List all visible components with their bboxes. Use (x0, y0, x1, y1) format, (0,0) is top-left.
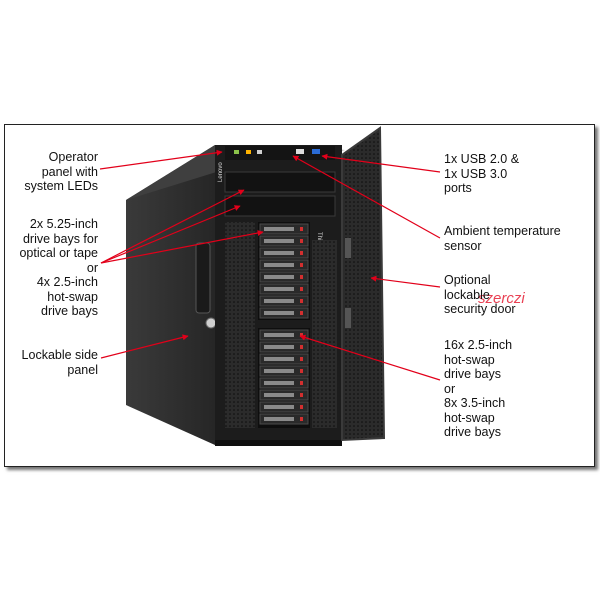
drive-tray-handle (264, 311, 294, 315)
status-led-icon (234, 150, 239, 154)
drive-tray-handle (264, 263, 294, 267)
chassis-foot (215, 440, 342, 446)
drive-tray-handle (264, 239, 294, 243)
label-usb-ports: 1x USB 2.0 & 1x USB 3.0 ports (444, 152, 520, 195)
watermark: szerczi (478, 290, 525, 307)
drive-tray-handle (264, 333, 294, 337)
status-led-icon (257, 150, 262, 154)
door-hinge-icon (345, 308, 351, 328)
drive-tray-handle (264, 227, 294, 231)
usb2-port-icon (296, 149, 304, 154)
drive-led-icon (300, 417, 303, 421)
optical-bay-2 (224, 195, 336, 217)
security-door (341, 126, 386, 442)
upper-drive-bays (259, 223, 309, 319)
lower-drive-bays (259, 329, 309, 425)
drive-led-icon (300, 405, 303, 409)
label-temp-sensor: Ambient temperature sensor (444, 224, 561, 253)
drive-led-icon (300, 393, 303, 397)
drive-led-icon (300, 287, 303, 291)
label-hot-swap-bays: 16x 2.5-inch hot-swap drive bays or 8x 3… (444, 338, 513, 439)
drive-led-icon (300, 381, 303, 385)
drive-tray-handle (264, 275, 294, 279)
front-vent-right (312, 240, 337, 428)
optical-bay-1 (224, 171, 336, 193)
drive-led-icon (300, 311, 303, 315)
drive-led-icon (300, 345, 303, 349)
drive-tray-handle (264, 357, 294, 361)
drive-led-icon (300, 263, 303, 267)
drive-tray-handle (264, 299, 294, 303)
drive-tray-handle (264, 393, 294, 397)
drive-tray-handle (264, 369, 294, 373)
drive-led-icon (300, 239, 303, 243)
front-vent-left (225, 222, 255, 428)
side-handle (195, 242, 211, 314)
drive-led-icon (300, 299, 303, 303)
label-optical-drive-bays: 2x 5.25-inch drive bays for optical or t… (19, 217, 98, 318)
drive-tray-handle (264, 381, 294, 385)
drive-tray-handle (264, 251, 294, 255)
side-lock-icon (205, 317, 217, 329)
label-operator-panel: Operator panel with system LEDs (24, 150, 98, 193)
label-side-panel: Lockable side panel (21, 348, 98, 377)
status-led-icon (246, 150, 251, 154)
drive-led-icon (300, 369, 303, 373)
usb3-port-icon (312, 149, 320, 154)
operator-panel (225, 146, 335, 160)
drive-led-icon (300, 275, 303, 279)
drive-tray-handle (264, 417, 294, 421)
door-latch-icon (345, 238, 351, 258)
vendor-logo: Lenovo (218, 162, 224, 182)
drive-led-icon (300, 357, 303, 361)
drive-tray-handle (264, 345, 294, 349)
callout-lines (99, 149, 441, 381)
chassis-side (126, 145, 215, 445)
drive-tray-handle (264, 405, 294, 409)
drive-tray-handle (264, 287, 294, 291)
label-security-door: Optional lockable security door (444, 273, 516, 316)
drive-led-icon (300, 251, 303, 255)
drive-led-icon (300, 227, 303, 231)
